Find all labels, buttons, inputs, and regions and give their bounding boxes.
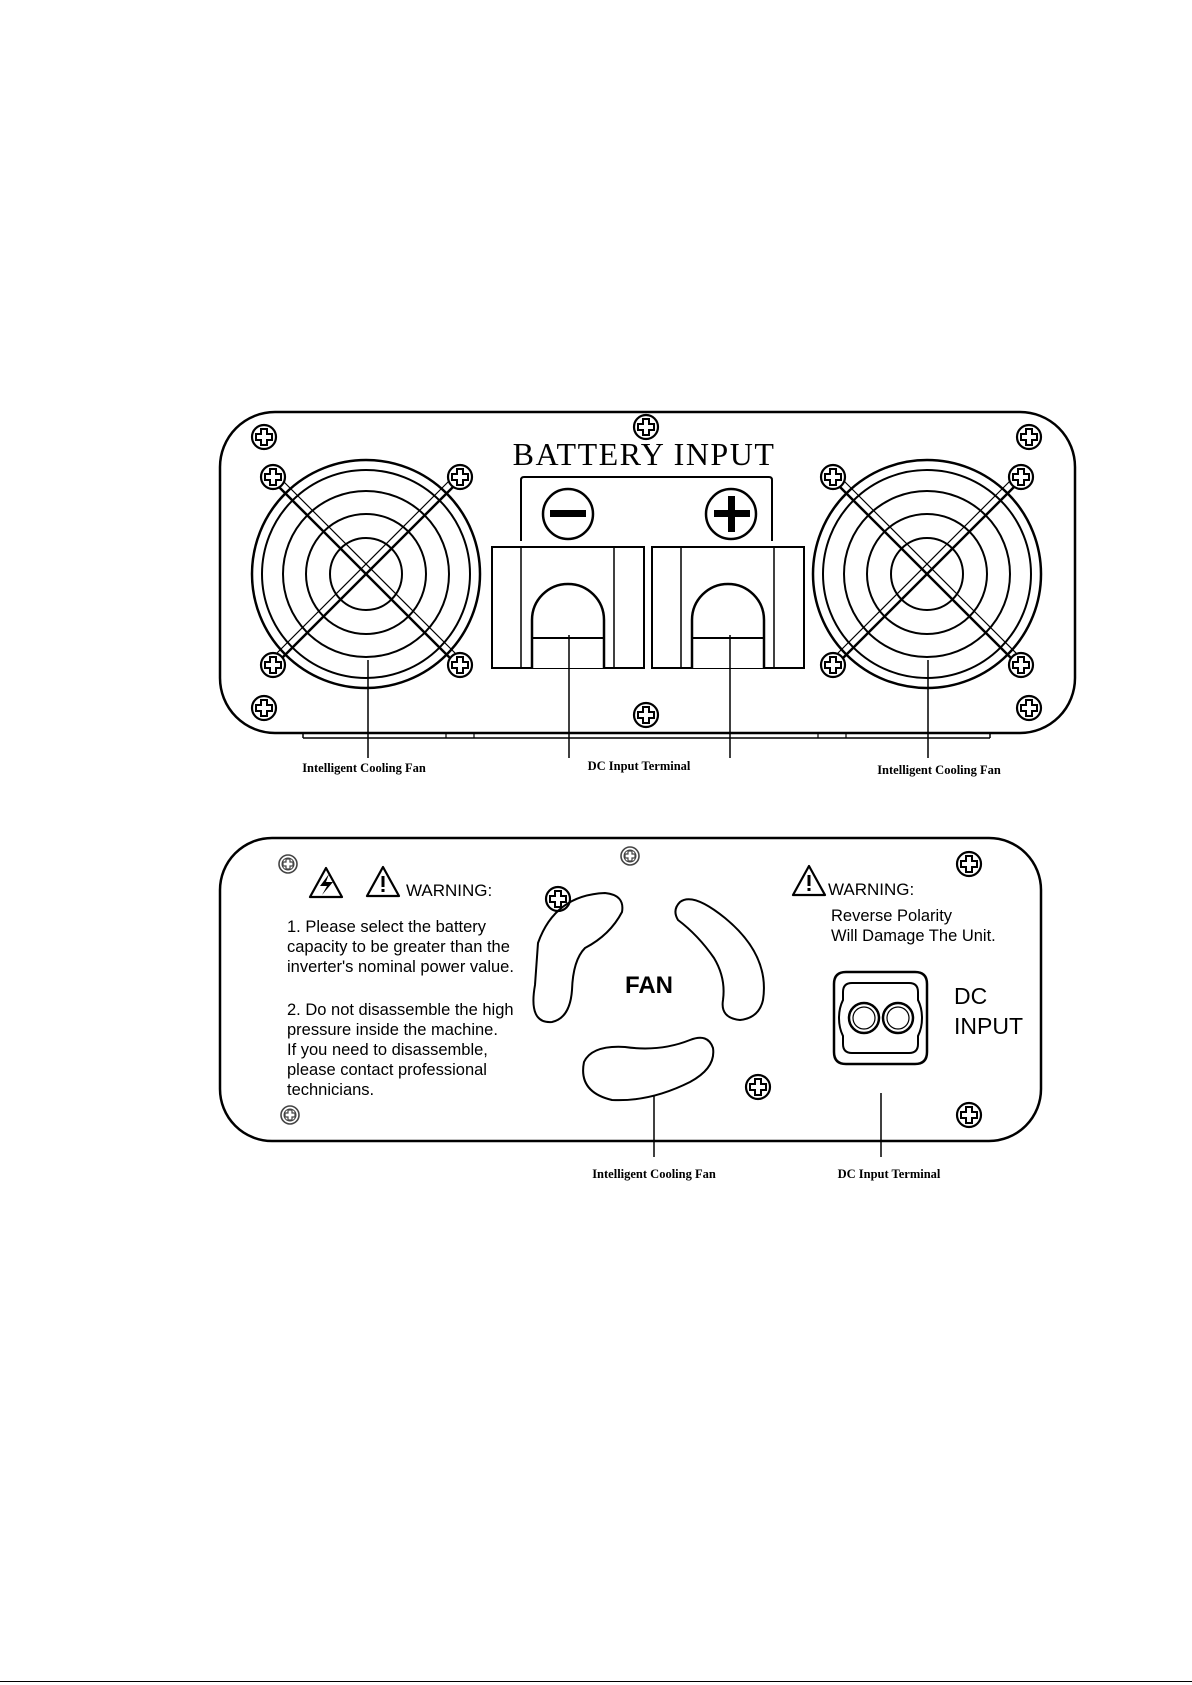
high-voltage-icon <box>308 866 344 899</box>
warning-line: inverter's nominal power value. <box>287 958 514 976</box>
warning-line: pressure inside the machine. <box>287 1021 498 1039</box>
warning-line: 1. Please select the battery <box>287 918 487 936</box>
screw-icon <box>250 694 278 722</box>
dc-input-label-line1: DC <box>954 983 987 1009</box>
screw-icon <box>955 1101 983 1129</box>
screw-icon <box>819 463 847 491</box>
warning-line: If you need to disassemble, <box>287 1041 488 1059</box>
dc-terminal-positive <box>651 546 805 669</box>
label-intelligent-cooling-fan-left: Intelligent Cooling Fan <box>302 761 426 775</box>
warning-left-text: 1. Please select the battery capacity to… <box>287 918 514 1099</box>
fan-label: FAN <box>625 972 673 999</box>
screw-icon <box>955 850 983 878</box>
top-panel: BATTERY INPUT <box>218 410 1077 777</box>
dc-terminal-negative <box>491 546 645 669</box>
cooling-fan-left <box>250 458 482 690</box>
warning-right-line: Will Damage The Unit. <box>831 927 996 945</box>
screw-icon <box>1007 651 1035 679</box>
battery-input-title: BATTERY INPUT <box>513 436 776 472</box>
page-bottom-rule <box>0 1681 1192 1682</box>
warning-line: 2. Do not disassemble the high <box>287 1001 514 1019</box>
screw-icon <box>1015 694 1043 722</box>
screw-icon <box>544 885 572 913</box>
screw-icon <box>278 854 298 874</box>
warning-line: capacity to be greater than the <box>287 938 510 956</box>
warning-triangle-icon <box>791 864 827 897</box>
screw-icon <box>446 463 474 491</box>
screw-icon <box>250 423 278 451</box>
label-dc-input-terminal: DC Input Terminal <box>838 1167 941 1181</box>
label-dc-input-terminal: DC Input Terminal <box>588 759 691 773</box>
screw-icon <box>632 701 660 729</box>
dc-input-socket <box>832 970 929 1066</box>
dc-input-label-line2: INPUT <box>954 1013 1023 1039</box>
label-intelligent-cooling-fan: Intelligent Cooling Fan <box>592 1167 716 1181</box>
warning-line: please contact professional <box>287 1061 487 1079</box>
screw-icon <box>744 1073 772 1101</box>
screw-icon <box>446 651 474 679</box>
fan-vent-grille <box>532 891 765 1102</box>
screw-icon <box>259 463 287 491</box>
screw-icon <box>1015 423 1043 451</box>
minus-terminal-symbol <box>541 487 595 541</box>
bottom-panel: WARNING: 1. Please select the battery ca… <box>218 836 1043 1181</box>
screw-icon <box>1007 463 1035 491</box>
screw-icon <box>819 651 847 679</box>
warning-right-heading: WARNING: <box>828 880 914 899</box>
label-intelligent-cooling-fan-right: Intelligent Cooling Fan <box>877 763 1001 777</box>
warning-left-heading: WARNING: <box>406 881 492 900</box>
screw-icon <box>280 1105 300 1125</box>
plus-terminal-symbol <box>704 487 758 541</box>
warning-line: technicians. <box>287 1081 374 1099</box>
screw-icon <box>259 651 287 679</box>
warning-right-line: Reverse Polarity <box>831 907 953 925</box>
cooling-fan-right <box>811 458 1043 690</box>
screw-icon <box>620 846 640 866</box>
warning-triangle-icon <box>365 865 401 898</box>
